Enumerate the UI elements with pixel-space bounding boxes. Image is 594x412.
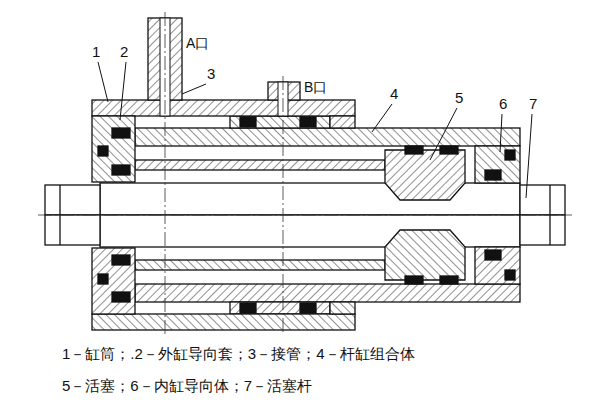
center-line bbox=[38, 215, 572, 216]
callout-number: 6 bbox=[499, 96, 507, 113]
callout-number: 7 bbox=[529, 96, 537, 113]
center-line bbox=[165, 12, 166, 335]
center-line bbox=[283, 76, 284, 335]
caption-line: 1－缸筒；.2－外缸导向套；3－接管；4－杆缸组合体 bbox=[62, 346, 415, 363]
port-label: B口 bbox=[304, 80, 327, 95]
lower-half bbox=[45, 215, 565, 330]
callout-number: 2 bbox=[120, 44, 128, 61]
callout-number: 5 bbox=[455, 90, 463, 107]
callout-number: 4 bbox=[390, 86, 398, 103]
callout-number: 1 bbox=[92, 44, 100, 61]
port-label: A口 bbox=[186, 36, 209, 51]
leader-lines bbox=[98, 62, 532, 198]
caption-line: 5－活塞；6－内缸导向体；7－活塞杆 bbox=[62, 378, 312, 395]
callout-number: 3 bbox=[207, 66, 215, 83]
upper-half bbox=[45, 100, 565, 215]
